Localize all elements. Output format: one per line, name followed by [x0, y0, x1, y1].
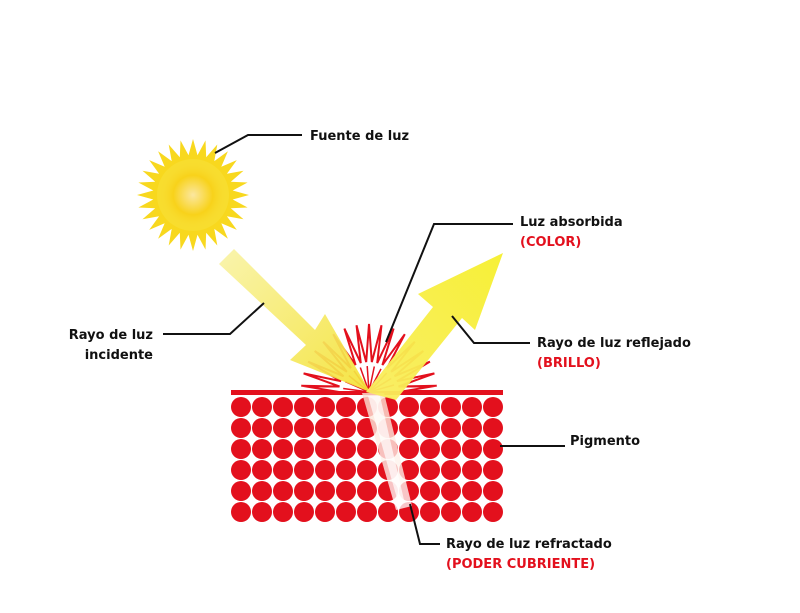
pigment-particle — [231, 502, 251, 522]
pigment-particle — [441, 502, 461, 522]
pigment-particle — [462, 502, 482, 522]
pigment-particle — [294, 481, 314, 501]
leader-lines — [163, 134, 565, 545]
pigment-particle — [231, 397, 251, 417]
pigment-particle — [336, 460, 356, 480]
incident-ray — [219, 249, 370, 392]
pigment-particle — [483, 418, 503, 438]
pigment-particle — [483, 481, 503, 501]
pigment-particle — [273, 502, 293, 522]
pigment-particle — [378, 502, 398, 522]
pigment-particle — [273, 397, 293, 417]
pigment-particle — [462, 460, 482, 480]
pigment-particle — [294, 397, 314, 417]
refracted-ray-core — [368, 396, 404, 502]
pigment-particle — [252, 397, 272, 417]
leader-line-incident — [163, 302, 265, 335]
label-refracted: Rayo de luz refractado — [446, 537, 612, 552]
pigment-particle — [483, 439, 503, 459]
pigment-particle — [399, 397, 419, 417]
pigment-particle — [231, 460, 251, 480]
leader-line-light-source — [214, 134, 302, 154]
pigment-particle — [357, 481, 377, 501]
pigment-particle — [420, 481, 440, 501]
pigment-particle — [483, 397, 503, 417]
pigment-particle — [273, 481, 293, 501]
pigment-particle — [420, 397, 440, 417]
pigment-particle — [273, 418, 293, 438]
pigment-particle — [441, 418, 461, 438]
pigment-particle — [273, 439, 293, 459]
pigment-particle — [483, 460, 503, 480]
pigment-particle — [315, 418, 335, 438]
pigment-particle — [336, 397, 356, 417]
pigment-particle — [420, 418, 440, 438]
pigment-particle — [420, 439, 440, 459]
label-absorbed-effect: (COLOR) — [520, 235, 581, 250]
pigment-particle — [441, 481, 461, 501]
label-refracted-effect: (PODER CUBRIENTE) — [446, 557, 595, 572]
label-incident-line2: incidente — [85, 348, 153, 363]
label-pigment: Pigmento — [570, 434, 640, 449]
pigment-particle — [462, 397, 482, 417]
pigment-particle — [252, 502, 272, 522]
burst-ray — [343, 387, 370, 393]
pigment-particle — [357, 439, 377, 459]
pigment-particle — [231, 418, 251, 438]
pigment-particle — [231, 481, 251, 501]
burst-ray — [366, 366, 370, 393]
pigment-particle — [315, 397, 335, 417]
label-reflected-effect: (BRILLO) — [537, 356, 601, 371]
pigment-particle — [273, 460, 293, 480]
pigment-particle — [462, 418, 482, 438]
pigment-particle — [252, 439, 272, 459]
pigment-particle — [441, 460, 461, 480]
pigment-particle — [294, 418, 314, 438]
pigment-particle — [462, 439, 482, 459]
sun-icon — [137, 139, 249, 251]
leader-line-absorbed — [385, 223, 513, 343]
pigment-particle — [315, 481, 335, 501]
leader-line-refracted — [409, 503, 440, 545]
label-light-source: Fuente de luz — [310, 129, 409, 144]
pigment-particle — [252, 418, 272, 438]
pigment-particles — [231, 397, 503, 522]
pigment-particle — [315, 502, 335, 522]
pigment-particle — [294, 460, 314, 480]
pigment-particle — [441, 439, 461, 459]
pigment-particle — [315, 439, 335, 459]
pigment-particle — [441, 397, 461, 417]
pigment-particle — [231, 439, 251, 459]
pigment-particle — [357, 502, 377, 522]
label-reflected: Rayo de luz reflejado — [537, 336, 691, 351]
pigment-particle — [294, 439, 314, 459]
pigment-particle — [336, 418, 356, 438]
pigment-particle — [336, 502, 356, 522]
leader-line-reflected — [451, 315, 530, 344]
pigment-particle — [483, 502, 503, 522]
pigment-particle — [336, 439, 356, 459]
label-absorbed: Luz absorbida — [520, 215, 623, 230]
pigment-particle — [357, 460, 377, 480]
pigment-particle — [399, 418, 419, 438]
pigment-particle — [336, 481, 356, 501]
pigment-particle — [462, 481, 482, 501]
label-incident-line1: Rayo de luz — [69, 328, 153, 343]
pigment-particle — [399, 439, 419, 459]
pigment-particle — [420, 502, 440, 522]
pigment-particle — [252, 481, 272, 501]
reflected-ray — [366, 253, 503, 400]
pigment-particle — [315, 460, 335, 480]
pigment-particle — [420, 460, 440, 480]
pigment-particle — [294, 502, 314, 522]
pigment-particle — [252, 460, 272, 480]
